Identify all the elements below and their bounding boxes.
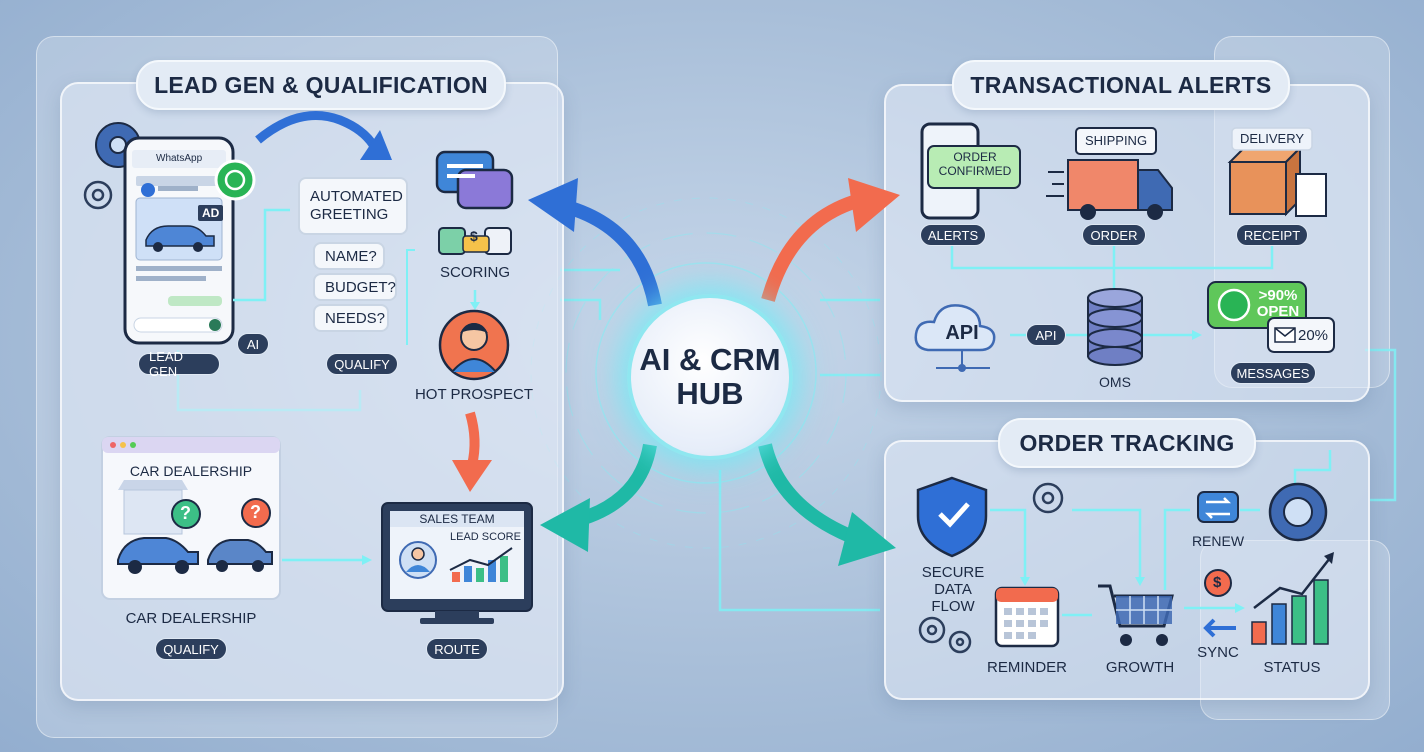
truck-icon bbox=[1067, 159, 1139, 211]
oms-label: OMS bbox=[1099, 374, 1131, 390]
car-icon bbox=[145, 225, 215, 247]
ad-badge: AD bbox=[198, 205, 224, 221]
status-label: STATUS bbox=[1263, 659, 1321, 676]
greeting-line-1: AUTOMATED bbox=[310, 188, 403, 205]
gear-icon-tracking bbox=[1032, 482, 1064, 514]
messages-tag: MESSAGES bbox=[1230, 362, 1316, 384]
shield-icon bbox=[916, 476, 988, 558]
facebook-icon bbox=[141, 183, 155, 197]
dealership-header: CAR DEALERSHIP bbox=[129, 463, 253, 479]
question-mark-green: ? bbox=[180, 503, 191, 523]
order-confirmed-line-2: CONFIRMED bbox=[938, 164, 1012, 178]
dollar-coin-icon bbox=[1204, 569, 1232, 597]
open-rate-line-2: OPEN bbox=[1256, 303, 1300, 320]
dealership-caption: CAR DEALERSHIP bbox=[125, 610, 257, 627]
receipt-icon bbox=[1295, 173, 1327, 217]
whatsapp-icon-alerts bbox=[1217, 288, 1251, 322]
question-budget: BUDGET? bbox=[313, 273, 397, 301]
lead-gen-title: LEAD GEN & QUALIFICATION bbox=[136, 60, 506, 110]
route-tag: ROUTE bbox=[426, 638, 488, 660]
reminder-label: REMINDER bbox=[986, 659, 1067, 676]
secure-line-3: FLOW bbox=[931, 598, 975, 615]
qualify-tag-top: QUALIFY bbox=[326, 353, 398, 375]
hub-arrow-teal-right bbox=[758, 443, 863, 547]
growth-label: GROWTH bbox=[1105, 659, 1175, 676]
gear-small-icon bbox=[83, 180, 113, 210]
delivery-label: DELIVERY bbox=[1239, 131, 1305, 146]
sync-arrow-icon bbox=[1203, 618, 1236, 638]
automated-greeting-bubble: AUTOMATED GREETING bbox=[298, 177, 408, 235]
hub-line-1: AI & CRM bbox=[639, 342, 781, 377]
whatsapp-icon bbox=[214, 159, 256, 201]
secure-line-2: DATA bbox=[934, 581, 972, 598]
qualify-tag-bottom: QUALIFY bbox=[155, 638, 227, 660]
hot-prospect-label: HOT PROSPECT bbox=[414, 386, 534, 403]
status-bar-chart bbox=[1251, 621, 1267, 645]
car-icon-second bbox=[207, 539, 273, 565]
hub-arrow-blue bbox=[558, 198, 662, 307]
money-icon bbox=[462, 235, 490, 253]
order-confirmed-line-1: ORDER bbox=[953, 150, 997, 164]
greeting-line-2: GREETING bbox=[310, 206, 389, 223]
alerts-tag: ALERTS bbox=[920, 224, 986, 246]
receipt-tag: RECEIPT bbox=[1236, 224, 1308, 246]
secure-data-flow-label: SECURE DATA FLOW bbox=[910, 564, 996, 615]
lead-score-label: LEAD SCORE bbox=[450, 531, 521, 543]
open-rate-line-1: >90% bbox=[1258, 287, 1298, 304]
email-rate: 20% bbox=[1298, 327, 1329, 344]
transactional-title: TRANSACTIONAL ALERTS bbox=[952, 60, 1290, 110]
order-tracking-title: ORDER TRACKING bbox=[998, 418, 1256, 468]
ai-tag: AI bbox=[237, 333, 269, 355]
api-tag: API bbox=[1026, 324, 1066, 346]
sync-label: SYNC bbox=[1197, 644, 1239, 661]
sales-team-label: SALES TEAM bbox=[419, 512, 495, 526]
order-tag: ORDER bbox=[1082, 224, 1146, 246]
api-cloud-label: API bbox=[945, 322, 979, 344]
gear-icon-secure bbox=[918, 616, 946, 644]
open-rate-box: >90% OPEN bbox=[1252, 288, 1304, 320]
score-symbol: $ bbox=[470, 228, 478, 244]
database-icon bbox=[1087, 288, 1143, 366]
question-mark-orange: ? bbox=[250, 502, 261, 522]
scoring-label: SCORING bbox=[439, 264, 510, 281]
secure-line-1: SECURE bbox=[921, 564, 985, 581]
cloud-icon bbox=[914, 304, 996, 352]
question-icon-green bbox=[171, 499, 201, 529]
question-needs: NEEDS? bbox=[313, 304, 389, 332]
car-icon-blue bbox=[117, 537, 199, 565]
question-icon-orange bbox=[241, 498, 271, 528]
flow-arrow-top bbox=[255, 111, 379, 151]
shipping-label: SHIPPING bbox=[1084, 133, 1148, 148]
hub-arrow-orange bbox=[761, 193, 863, 302]
dollar-symbol: $ bbox=[1213, 574, 1222, 591]
ai-crm-hub: AI & CRM HUB bbox=[627, 294, 793, 460]
whatsapp-label: WhatsApp bbox=[156, 153, 203, 164]
renew-label: RENEW bbox=[1191, 533, 1245, 549]
hub-line-2: HUB bbox=[676, 376, 744, 411]
question-name: NAME? bbox=[313, 242, 385, 270]
email-bubble bbox=[1267, 317, 1335, 353]
order-confirmed-box: ORDER CONFIRMED bbox=[930, 150, 1020, 178]
